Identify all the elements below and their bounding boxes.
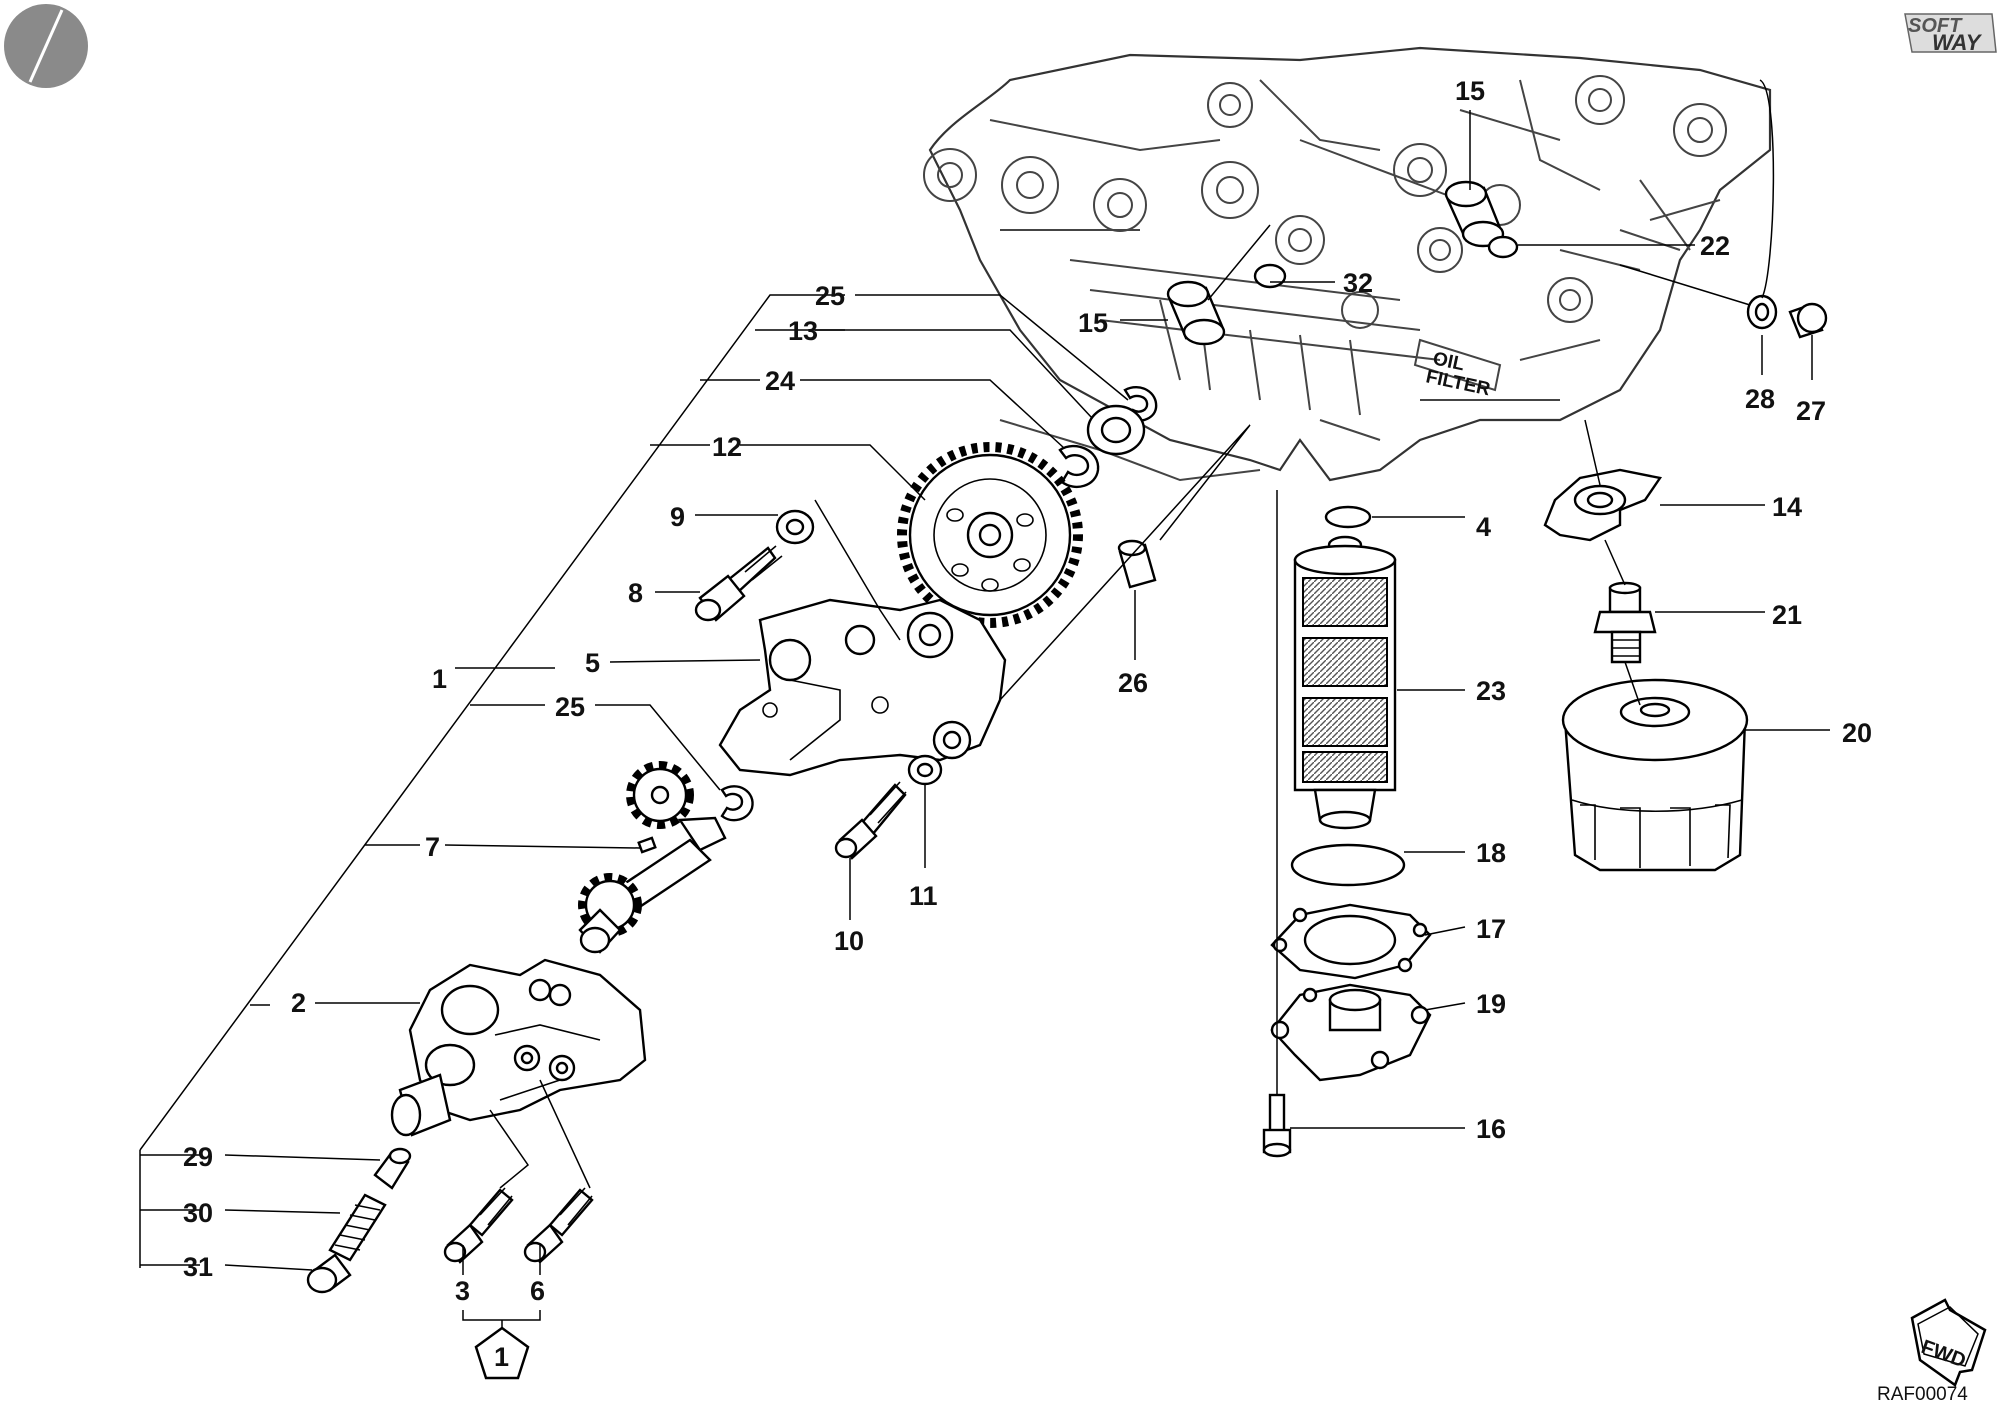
part-3-bolt xyxy=(443,1187,514,1264)
part-rotor-gear-upper xyxy=(626,761,694,829)
callout-1: 1 xyxy=(432,664,447,694)
brand-logo-line2: WAY xyxy=(1932,30,1983,55)
part-29-valve-piston xyxy=(373,1147,412,1190)
part-5-pump-body xyxy=(718,598,1007,777)
callout-21: 21 xyxy=(1772,600,1802,630)
part-21-threaded-nipple xyxy=(1593,581,1657,664)
part-9-washer xyxy=(775,509,815,545)
callout-6: 6 xyxy=(530,1276,545,1306)
callout-7: 7 xyxy=(425,832,440,862)
corner-marker-icon xyxy=(4,4,88,88)
callout-20: 20 xyxy=(1842,718,1872,748)
brand-logo-line1: SOFT xyxy=(1908,15,1963,37)
part-24-circlip xyxy=(1058,444,1100,489)
diagram-reference-code: RAF00074 xyxy=(1877,1384,1968,1405)
callout-32: 32 xyxy=(1343,268,1373,298)
callout-31: 31 xyxy=(183,1252,213,1282)
part-23-oil-strainer xyxy=(1293,535,1397,830)
part-32-o-ring xyxy=(1253,263,1287,289)
callout-labels: 1 2 3 4 5 6 7 8 9 10 11 12 13 14 15 15 1… xyxy=(183,76,1872,1306)
part-19-strainer-cover xyxy=(1270,983,1432,1082)
callout-23: 23 xyxy=(1476,676,1506,706)
part-16-bolt xyxy=(1262,1093,1292,1158)
callout-25-lower: 25 xyxy=(555,692,585,722)
callout-30: 30 xyxy=(183,1198,213,1228)
part-28-washer xyxy=(1746,294,1778,330)
part-6-bolt xyxy=(523,1187,594,1264)
callout-28: 28 xyxy=(1745,384,1775,414)
callout-9: 9 xyxy=(670,502,685,532)
part-11-washer xyxy=(907,754,943,786)
part-30-spring xyxy=(328,1193,387,1262)
leader-lines xyxy=(139,79,1830,1328)
brand-logo: SOFT WAY xyxy=(1904,13,1997,55)
callout-11: 11 xyxy=(909,881,938,911)
callout-16: 16 xyxy=(1476,1114,1506,1144)
part-10-bolt xyxy=(834,781,907,860)
callout-5: 5 xyxy=(585,648,600,678)
engine-crankcase: OIL FILTER xyxy=(923,46,1772,482)
callout-8: 8 xyxy=(628,578,643,608)
callout-2: 2 xyxy=(291,988,306,1018)
forward-direction-arrow-icon: FWD xyxy=(1910,1298,1987,1387)
callout-25-upper: 25 xyxy=(815,281,845,311)
kit-badge: 1 xyxy=(474,1326,530,1380)
callout-15-upper: 15 xyxy=(1455,76,1485,106)
part-12-gear xyxy=(897,442,1083,628)
callout-29: 29 xyxy=(183,1142,213,1172)
callout-18: 18 xyxy=(1476,838,1506,868)
callout-26: 26 xyxy=(1118,668,1148,698)
kit-badge-number: 1 xyxy=(494,1342,509,1372)
callout-22: 22 xyxy=(1700,231,1730,261)
callout-14: 14 xyxy=(1772,492,1802,522)
callout-24: 24 xyxy=(765,366,795,396)
part-8-bolt xyxy=(694,545,783,622)
part-2-pump-housing xyxy=(390,958,647,1137)
callout-13: 13 xyxy=(788,316,818,346)
part-15-upper-sleeve xyxy=(1444,180,1505,248)
callout-12: 12 xyxy=(712,432,742,462)
part-14-bracket xyxy=(1543,468,1663,542)
part-27-plug xyxy=(1788,302,1828,339)
part-13-bearing xyxy=(1086,404,1146,456)
part-4-o-ring xyxy=(1324,505,1372,529)
part-22-o-ring xyxy=(1487,235,1519,259)
part-25-circlip-lower xyxy=(720,785,754,822)
callout-3: 3 xyxy=(455,1276,470,1306)
part-20-oil-filter xyxy=(1561,678,1749,872)
callout-27: 27 xyxy=(1796,396,1826,426)
part-7-pin xyxy=(637,836,657,854)
callout-17: 17 xyxy=(1476,914,1506,944)
part-18-o-ring xyxy=(1290,843,1406,887)
callout-19: 19 xyxy=(1476,989,1506,1019)
part-15-lower-sleeve xyxy=(1166,280,1226,346)
callout-15-lower: 15 xyxy=(1078,308,1108,338)
callout-10: 10 xyxy=(834,926,864,956)
part-17-gasket xyxy=(1270,903,1432,980)
callout-4: 4 xyxy=(1476,512,1491,542)
part-31-plug xyxy=(306,1253,352,1294)
part-pump-shaft xyxy=(578,816,727,954)
